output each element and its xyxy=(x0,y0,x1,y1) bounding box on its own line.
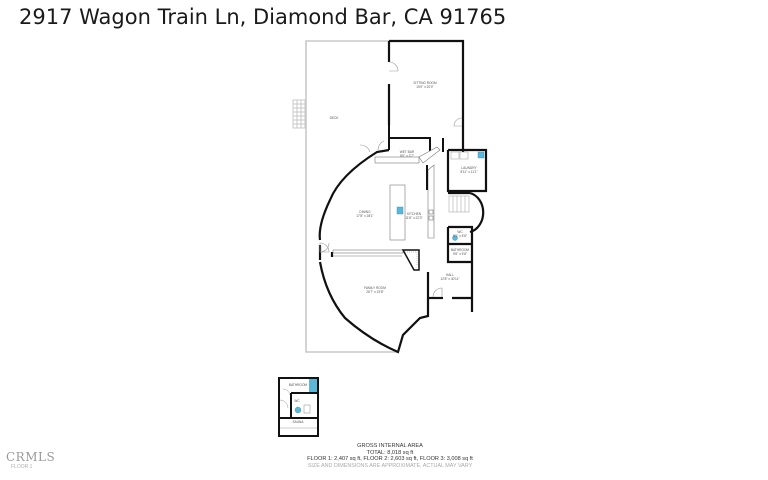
main-floor-walls xyxy=(318,148,430,354)
sink-icon xyxy=(303,404,311,414)
room-label-lower-bathroom: BATHROOM xyxy=(289,383,308,387)
deck-area xyxy=(305,40,398,353)
room-label-hall: HALL xyxy=(446,273,454,277)
room-label-sauna: SAUNA xyxy=(293,420,305,424)
crmls-watermark: CRMLS xyxy=(6,450,56,464)
door-swing xyxy=(453,117,463,127)
room-label-sitting-room: SITTING ROOM xyxy=(413,81,437,85)
room-dims-bath: 5'6" x 5'8" xyxy=(453,252,467,256)
half-wall xyxy=(332,249,404,257)
room-dims-wc: 5'1" x 5'8" xyxy=(453,234,467,238)
room-dims-hall: 12'8" x 40'11" xyxy=(440,277,459,281)
toilet-icon xyxy=(294,406,302,414)
fireplace xyxy=(401,249,420,271)
wet-bar-walls xyxy=(388,125,444,152)
room-label-laundry: LAUNDRY xyxy=(461,166,477,170)
room-dims-wet-bar: 8'0" x 3'7" xyxy=(400,154,414,158)
room-label-wc: WC xyxy=(457,230,463,234)
room-label-family-room: FAMILY ROOM xyxy=(364,286,386,290)
room-label-lower-wc: WC xyxy=(294,399,300,403)
curved-stair-wall xyxy=(469,191,485,234)
french-door-swing xyxy=(359,140,385,153)
laundry-sink-icon xyxy=(477,151,485,159)
door-swing xyxy=(432,287,443,298)
area-floors: FLOOR 1: 2,407 sq ft, FLOOR 2: 2,603 sq … xyxy=(307,456,473,463)
floor-tag: FLOOR 1 xyxy=(11,464,33,470)
shower-icon xyxy=(309,379,317,392)
laundry-walls xyxy=(446,148,488,193)
door-swing xyxy=(282,388,291,396)
room-label-wet-bar: WET BAR xyxy=(400,150,415,154)
wet-bar-counter xyxy=(374,146,441,164)
kitchen-sink-icon xyxy=(396,206,404,215)
toilet-icon xyxy=(452,235,458,241)
area-heading: GROSS INTERNAL AREA xyxy=(357,443,423,449)
room-dims-kitchen: 11'8" x 22'3" xyxy=(405,216,422,220)
kitchen-counter xyxy=(427,164,435,239)
area-disclaimer: SIZE AND DIMENSIONS ARE APPROXIMATE, ACT… xyxy=(307,462,473,469)
area-summary: GROSS INTERNAL AREA TOTAL: 8,018 sq ft F… xyxy=(300,443,480,469)
door-swing xyxy=(388,61,399,72)
listing-address-title: 2917 Wagon Train Ln, Diamond Bar, CA 917… xyxy=(19,5,507,29)
deck-stairs xyxy=(292,99,306,129)
room-dims-sitting-room: 19'0" x 20'0" xyxy=(416,85,433,89)
area-total: TOTAL: 8,018 sq ft xyxy=(366,449,414,456)
stairs xyxy=(448,195,470,213)
room-dims-family-room: 26'7" x 23'8" xyxy=(366,290,383,294)
door-swing xyxy=(279,399,289,409)
room-label-dining: DINING xyxy=(359,210,371,214)
door-swing xyxy=(319,242,330,253)
sitting-room-walls xyxy=(387,39,465,152)
wc-bath-walls xyxy=(446,225,474,312)
laundry-appliances xyxy=(450,151,469,160)
room-label-deck: DECK xyxy=(330,116,340,120)
room-label-kitchen: KITCHEN xyxy=(407,212,422,216)
room-dims-dining: 17'8" x 28'1" xyxy=(356,214,373,218)
room-label-bath: BATHROOM xyxy=(451,248,470,252)
room-dims-laundry: 8'11" x 11'1" xyxy=(460,170,477,174)
lower-plan-walls xyxy=(278,377,319,437)
